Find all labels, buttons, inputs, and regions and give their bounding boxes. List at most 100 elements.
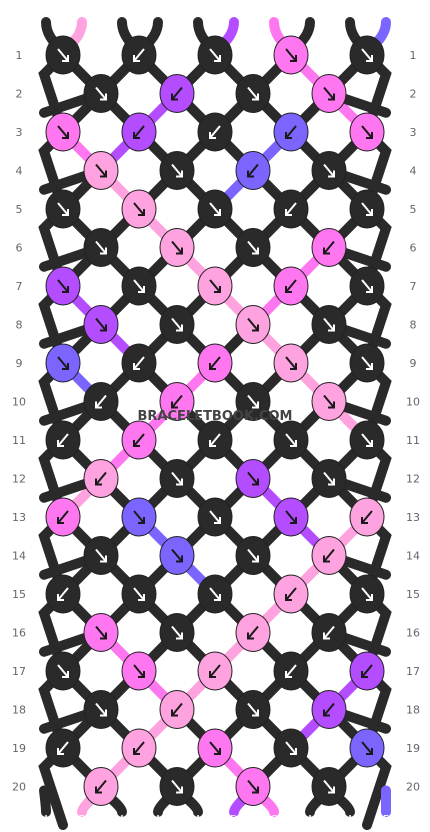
knot — [159, 690, 195, 729]
row-number-right: 6 — [410, 242, 417, 255]
knot — [349, 35, 385, 75]
bottom-strand-label: A — [43, 814, 50, 825]
knot — [45, 574, 81, 614]
knot-arrowhead-icon — [361, 671, 368, 678]
knot — [45, 35, 81, 75]
knot-arrowhead-icon — [361, 517, 368, 524]
knot-arrow-icon — [323, 779, 335, 794]
knot — [83, 459, 119, 498]
knot-arrowhead-icon — [62, 363, 69, 370]
knot-arrowhead-icon — [285, 594, 292, 601]
knot-arrowhead-icon — [328, 93, 335, 101]
knot-arrow-icon — [323, 317, 335, 332]
knot-arrowhead-icon — [290, 363, 297, 370]
row-number-left: 12 — [12, 473, 26, 486]
knot-arrow-icon — [95, 625, 107, 640]
knot — [349, 574, 385, 614]
knot-arrow-icon — [171, 86, 183, 101]
knot — [197, 728, 233, 768]
knot — [235, 305, 271, 344]
knot — [273, 266, 309, 306]
knot-arrowhead-icon — [138, 209, 145, 216]
knot — [349, 497, 385, 537]
knot-arrowhead-icon — [138, 594, 145, 601]
row-number-left: 4 — [16, 165, 23, 178]
row-number-right: 3 — [410, 126, 417, 139]
knot — [159, 305, 195, 344]
knot-arrow-icon — [133, 279, 145, 293]
row-number-right: 10 — [406, 396, 420, 409]
row-number-right: 15 — [406, 588, 420, 601]
knot-arrow-icon — [133, 664, 145, 678]
knot — [349, 420, 385, 460]
knot-arrow-icon — [171, 394, 183, 409]
knot — [235, 74, 271, 113]
knot-arrowhead-icon — [171, 709, 178, 717]
row-number-right: 1 — [410, 49, 417, 62]
row-number-right: 17 — [406, 665, 420, 678]
knot-arrowhead-icon — [328, 324, 335, 332]
knot-arrow-icon — [57, 356, 69, 370]
row-number-right: 9 — [410, 357, 417, 370]
knot-arrow-icon — [285, 125, 297, 139]
knot — [349, 343, 385, 383]
knot-arrowhead-icon — [366, 594, 373, 601]
knot — [311, 690, 347, 729]
knot-arrowhead-icon — [176, 632, 183, 640]
knot-arrow-icon — [209, 433, 221, 447]
knot — [197, 112, 233, 152]
knot — [121, 420, 157, 460]
knot-arrow-icon — [133, 48, 145, 62]
knot-arrowhead-icon — [209, 440, 216, 447]
knot-arrowhead-icon — [214, 517, 221, 524]
knot-arrowhead-icon — [209, 363, 216, 370]
knot — [121, 266, 157, 306]
knot-arrowhead-icon — [133, 363, 140, 370]
knot — [121, 35, 157, 75]
knot-arrowhead-icon — [100, 247, 107, 255]
knot-arrow-icon — [323, 86, 335, 101]
knot-arrowhead-icon — [323, 247, 330, 255]
knot-arrow-icon — [209, 741, 221, 755]
knot-arrowhead-icon — [247, 170, 254, 178]
knot-arrow-icon — [57, 587, 69, 601]
knot-arrow-icon — [209, 664, 221, 678]
knot — [45, 497, 81, 537]
knot-arrowhead-icon — [214, 209, 221, 216]
knot-arrowhead-icon — [252, 324, 259, 332]
knot-arrow-icon — [323, 240, 335, 255]
knot — [83, 305, 119, 344]
knot-arrow-icon — [247, 394, 259, 409]
knot-arrowhead-icon — [176, 247, 183, 255]
knot — [45, 651, 81, 691]
knot — [273, 35, 309, 75]
knot-arrow-icon — [361, 587, 373, 601]
knot — [235, 382, 271, 421]
knot-arrowhead-icon — [285, 209, 292, 216]
bottom-strand-label: A — [119, 814, 126, 825]
knot-arrow-icon — [209, 356, 221, 370]
row-number-right: 5 — [410, 203, 417, 216]
knot — [159, 74, 195, 113]
knot — [197, 189, 233, 229]
knot — [83, 228, 119, 267]
knot — [83, 767, 119, 806]
knot-arrowhead-icon — [252, 93, 259, 101]
knot — [159, 536, 195, 575]
knot — [349, 728, 385, 768]
row-number-left: 16 — [12, 627, 26, 640]
knot-arrow-icon — [323, 471, 335, 486]
knot — [197, 651, 233, 691]
row-number-left: 6 — [16, 242, 23, 255]
row-number-right: 8 — [410, 319, 417, 332]
knot — [311, 613, 347, 652]
knot-arrow-icon — [361, 741, 373, 755]
knot-arrowhead-icon — [100, 555, 107, 563]
knot-arrow-icon — [247, 702, 259, 717]
row-number-left: 10 — [12, 396, 26, 409]
knot — [159, 767, 195, 806]
row-number-left: 2 — [16, 88, 23, 101]
row-number-right: 4 — [410, 165, 417, 178]
knot-arrowhead-icon — [57, 517, 64, 524]
